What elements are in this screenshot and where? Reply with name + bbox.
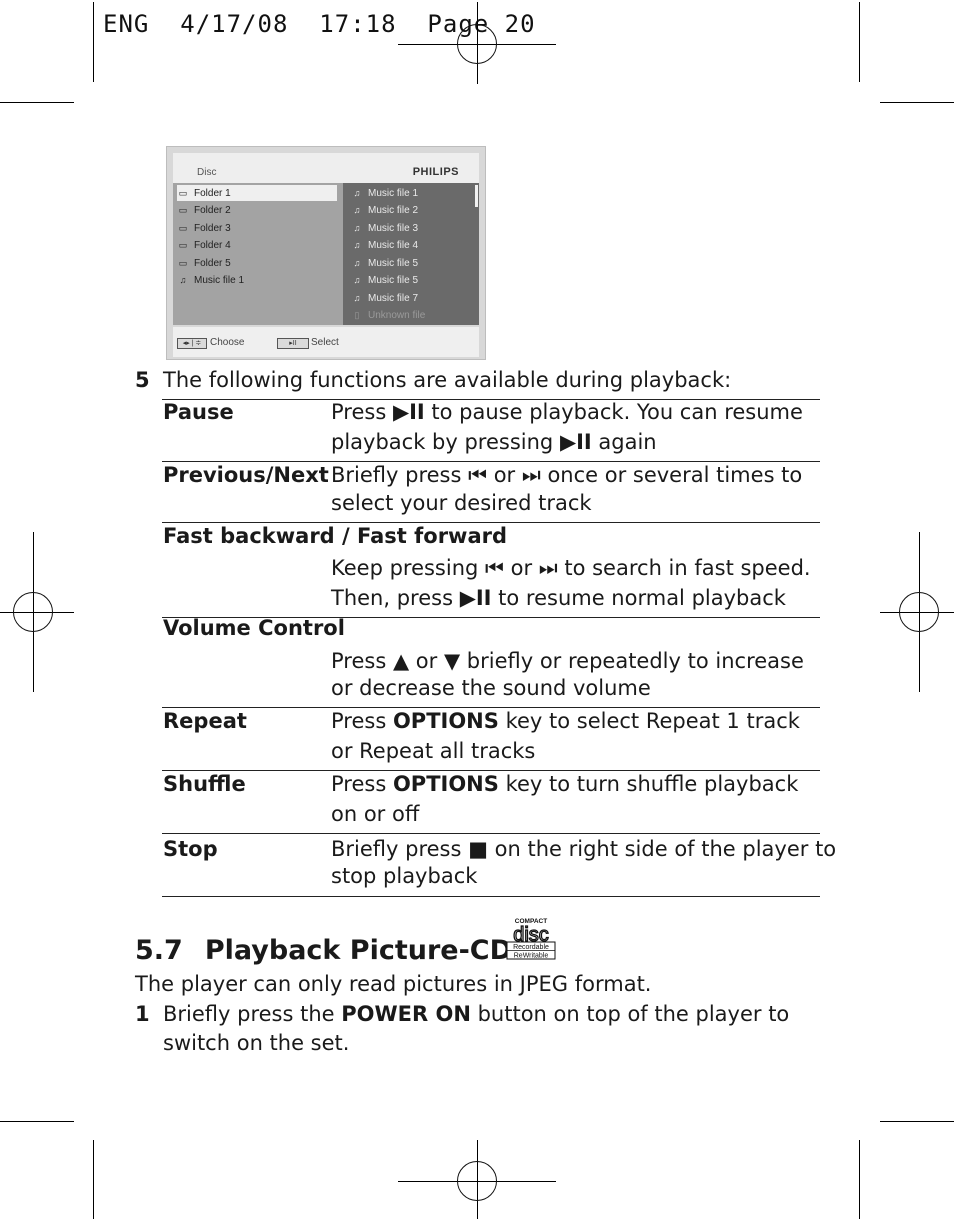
screenshot-key-bar: ◂▸ | ≑ Choose ▸II Select: [173, 327, 479, 357]
desc-shuffle-line1: Press OPTIONS key to turn shuffle playba…: [331, 772, 799, 796]
section-heading: 5.7 Playback Picture-CD: [135, 935, 512, 966]
step1-line2: switch on the set.: [163, 1031, 350, 1055]
term-stop: Stop: [163, 837, 218, 861]
folder-icon: ▭: [178, 205, 188, 215]
next-icon: ⏭: [538, 556, 558, 580]
desc-fast-line2: Then, press ▶II to resume normal playbac…: [331, 586, 786, 610]
desc-stop-line1: Briefly press ■ on the right side of the…: [331, 837, 837, 861]
desc-shuffle-line2: on or off: [331, 802, 420, 826]
scrollbar[interactable]: [475, 185, 478, 207]
desc-fast-line1: Keep pressing ⏮ or ⏭ to search in fast s…: [331, 556, 811, 580]
print-header: ENG 4/17/08 17:18 Page 20: [103, 10, 536, 38]
music-note-icon: ♫: [353, 188, 361, 198]
list-item[interactable]: ♫Music file 2: [351, 202, 418, 218]
svg-text:COMPACT: COMPACT: [515, 918, 547, 925]
music-note-icon: ♫: [353, 275, 361, 285]
list-item[interactable]: ♫Music file 3: [351, 220, 418, 236]
play-pause-icon: ▶II: [459, 586, 492, 610]
choose-label: Choose: [210, 337, 245, 348]
music-note-icon: ♫: [353, 258, 361, 268]
music-note-icon: ♫: [353, 223, 361, 233]
section-title: Playback Picture-CD: [204, 935, 513, 966]
svg-text:disc: disc: [513, 924, 549, 946]
select-label: Select: [311, 337, 339, 348]
list-item[interactable]: ♫Music file 5: [351, 255, 418, 271]
device-screenshot: Disc PHILIPS ▭Folder 1 ▭Folder 2 ▭Folder…: [166, 146, 486, 360]
list-item[interactable]: ♫Music file 4: [351, 237, 418, 253]
folder-icon: ▭: [178, 223, 188, 233]
unknown-file-icon: ▯: [354, 310, 360, 320]
list-item[interactable]: ▭Folder 5: [177, 255, 231, 271]
term-previous-next: Previous/Next: [163, 463, 329, 487]
desc-pause-line1: Press ▶II to pause playback. You can res…: [331, 400, 803, 424]
section-number: 5.7: [135, 935, 183, 966]
select-key-icon: ▸II: [277, 338, 309, 349]
list-item[interactable]: ♫Music file 1: [351, 185, 418, 201]
music-note-icon: ♫: [353, 293, 361, 303]
stop-icon: ■: [468, 837, 488, 861]
desc-volume-line2: or decrease the sound volume: [331, 676, 651, 700]
play-pause-icon: ▶II: [392, 400, 425, 424]
list-item[interactable]: ▭Folder 1: [177, 185, 337, 201]
term-shuffle: Shuffle: [163, 772, 246, 796]
svg-text:Recordable: Recordable: [513, 944, 549, 951]
folder-icon: ▭: [178, 240, 188, 250]
folder-icon: ▭: [178, 258, 188, 268]
term-volume: Volume Control: [163, 616, 345, 640]
volume-up-icon: ▲: [392, 649, 410, 673]
intro-text: The player can only read pictures in JPE…: [135, 972, 652, 996]
desc-repeat-line2: or Repeat all tracks: [331, 739, 536, 763]
list-item[interactable]: ▭Folder 2: [177, 202, 231, 218]
step-text: The following functions are available du…: [163, 368, 732, 392]
term-repeat: Repeat: [163, 709, 247, 733]
disc-label: Disc: [197, 167, 217, 178]
play-pause-icon: ▶II: [559, 430, 592, 454]
choose-key-icon: ◂▸ | ≑: [177, 338, 207, 349]
music-note-icon: ♫: [353, 205, 361, 215]
desc-volume-line1: Press ▲ or ▼ briefly or repeatedly to in…: [331, 649, 804, 673]
next-icon: ⏭: [521, 463, 541, 487]
step-number: 1: [135, 1002, 150, 1026]
music-note-icon: ♫: [353, 240, 361, 250]
brand-logo: PHILIPS: [412, 166, 459, 178]
screenshot-title-bar: Disc PHILIPS: [173, 153, 479, 183]
term-pause: Pause: [163, 400, 234, 424]
list-item[interactable]: ▯Unknown file: [351, 307, 426, 323]
previous-icon: ⏮: [468, 463, 488, 487]
term-fast: Fast backward / Fast forward: [163, 524, 508, 548]
list-item[interactable]: ▭Folder 4: [177, 237, 231, 253]
desc-stop-line2: stop playback: [331, 864, 478, 888]
list-item[interactable]: ♫Music file 7: [351, 290, 418, 306]
list-item[interactable]: ▭Folder 3: [177, 220, 231, 236]
music-note-icon: ♫: [179, 275, 187, 285]
previous-icon: ⏮: [485, 556, 504, 580]
list-item[interactable]: ♫Music file 5: [351, 272, 418, 288]
volume-down-icon: ▼: [443, 649, 461, 673]
list-item[interactable]: ♫Music file 1: [177, 272, 244, 288]
desc-repeat-line1: Press OPTIONS key to select Repeat 1 tra…: [331, 709, 800, 733]
svg-text:ReWritable: ReWritable: [514, 953, 549, 960]
desc-previous-next-line1: Briefly press ⏮ or ⏭ once or several tim…: [331, 463, 803, 487]
file-list: [343, 183, 479, 325]
desc-pause-line2: playback by pressing ▶II again: [331, 430, 657, 454]
folder-icon: ▭: [178, 188, 188, 198]
step-number: 5: [135, 368, 150, 392]
compact-disc-logo: COMPACT disc Recordable ReWritable: [506, 916, 556, 960]
folder-list: [173, 183, 343, 325]
desc-previous-next-line2: select your desired track: [331, 491, 592, 515]
step1-line1: Briefly press the POWER ON button on top…: [163, 1002, 790, 1026]
